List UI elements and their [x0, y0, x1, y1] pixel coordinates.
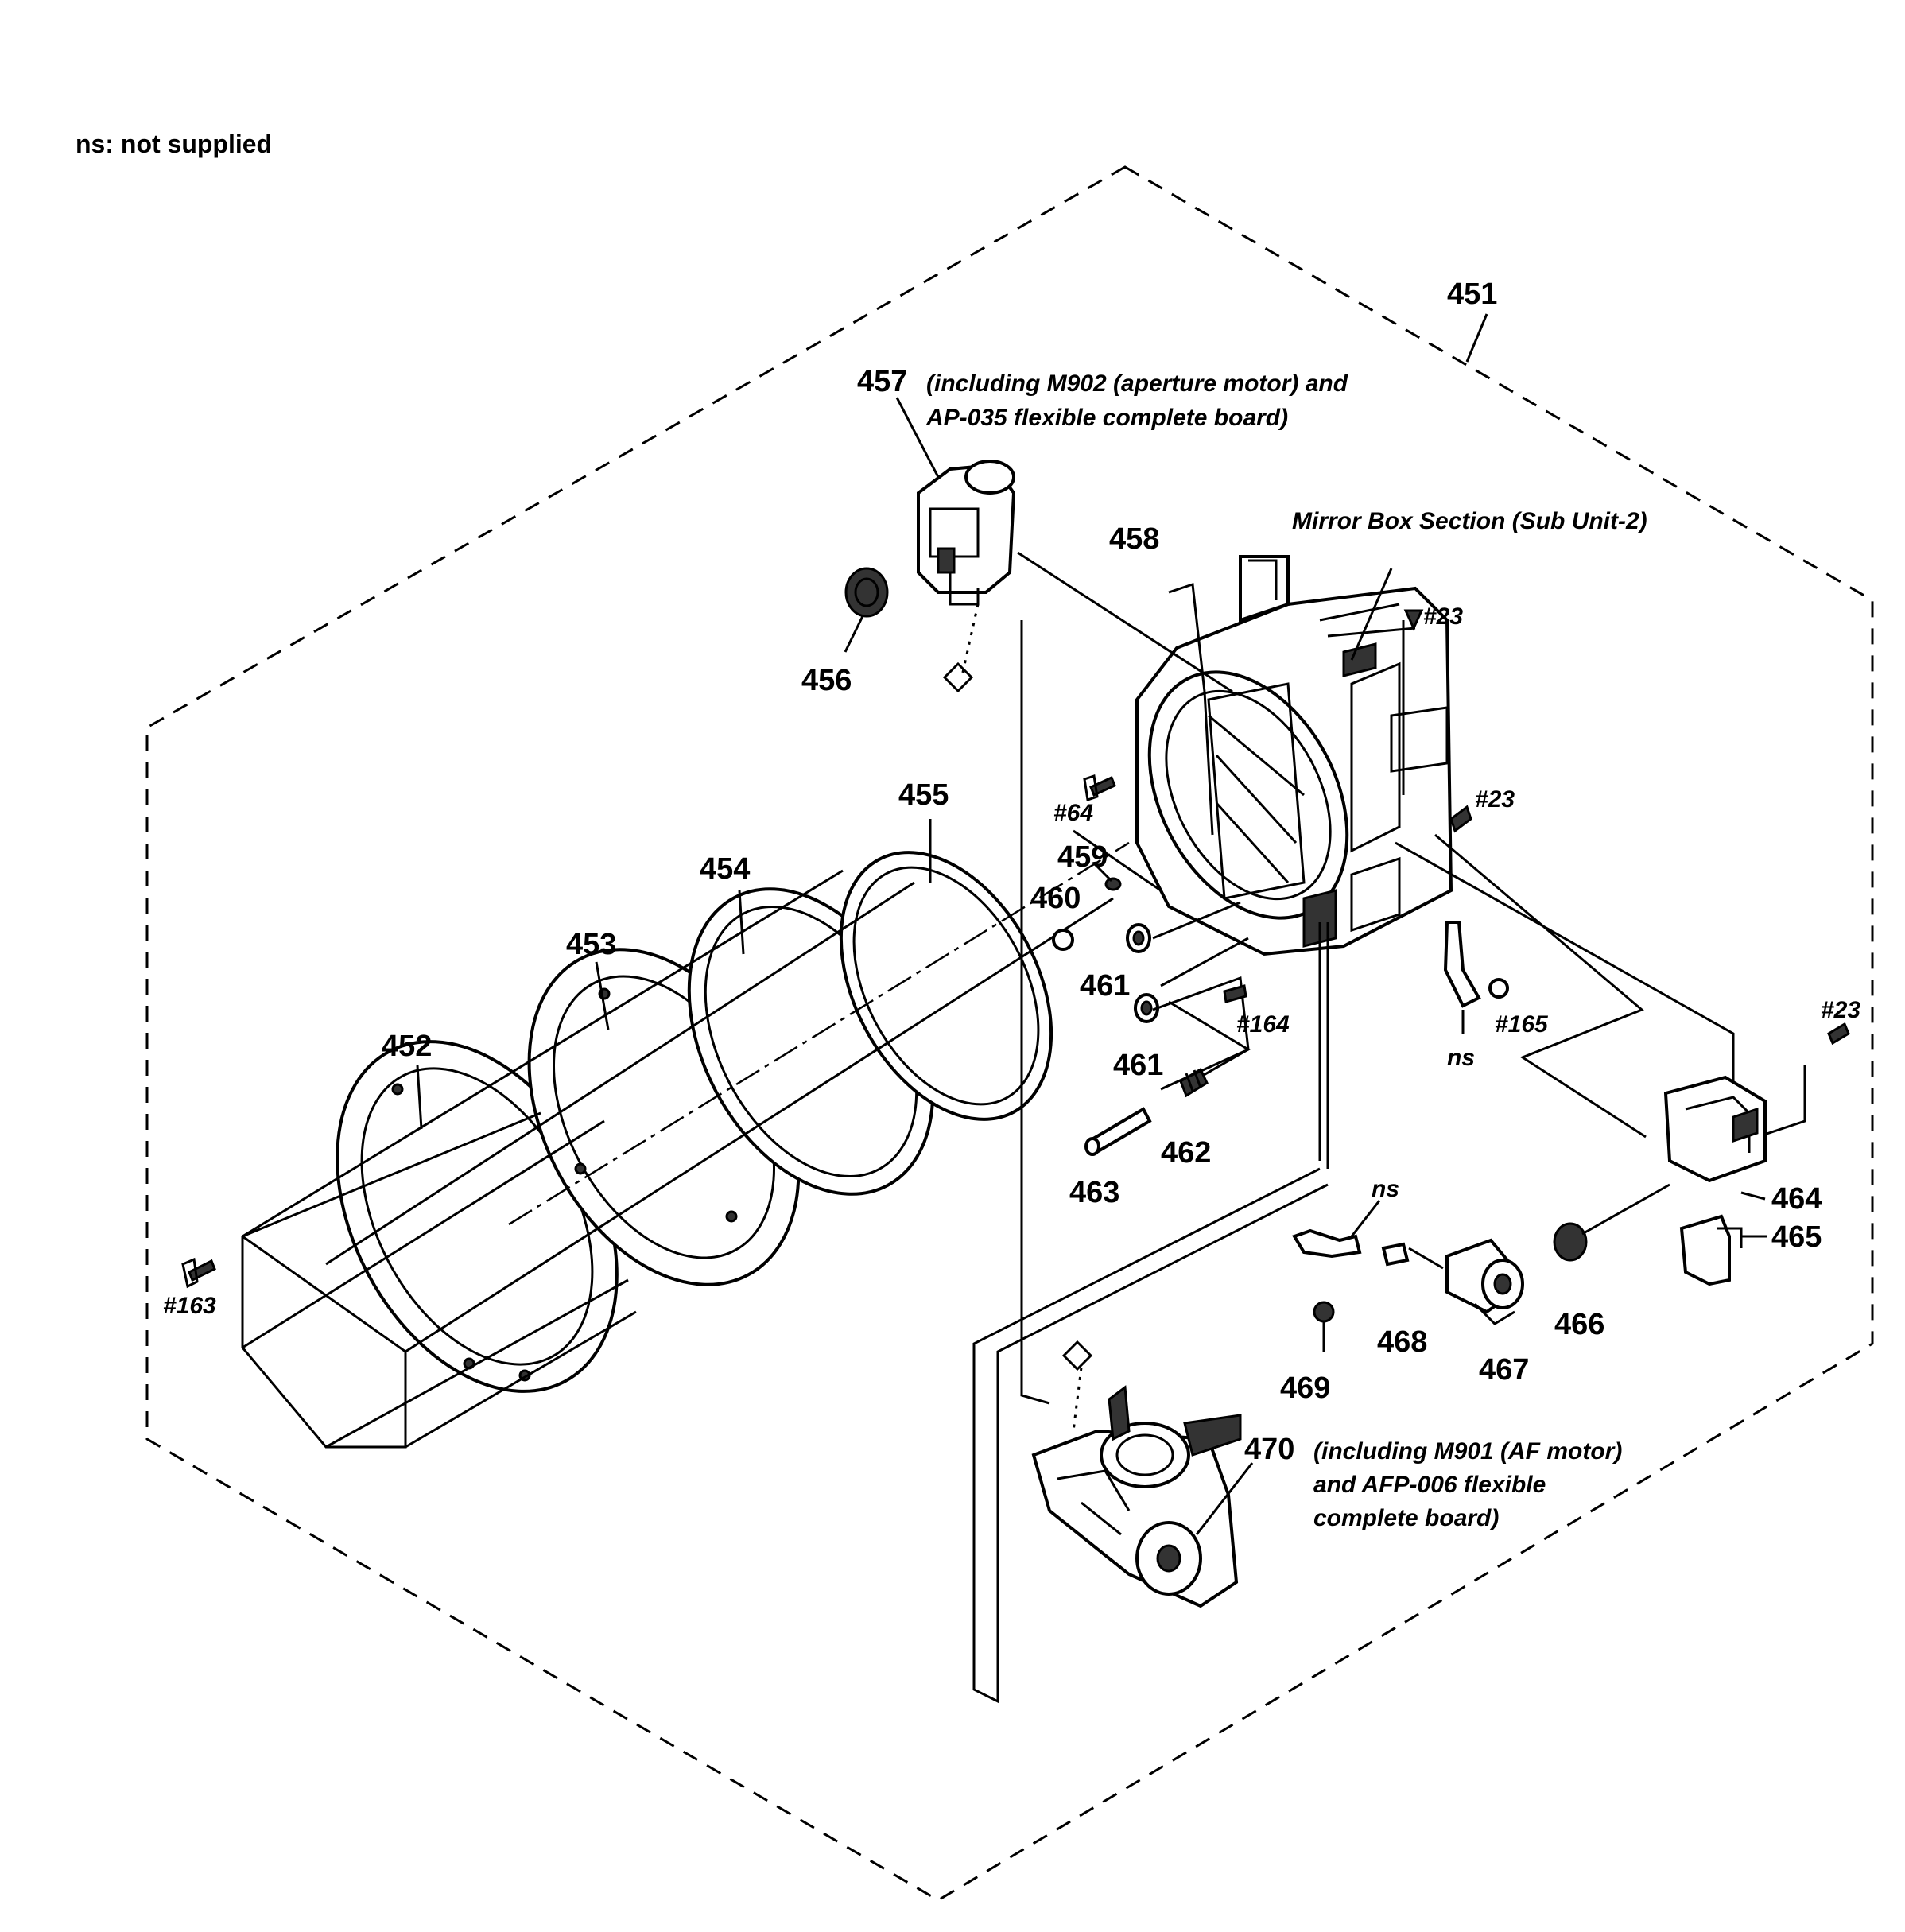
leader-456 — [844, 615, 864, 653]
mirror-box-section — [1135, 555, 1453, 956]
screw-469 — [1313, 1301, 1335, 1352]
guide-466-464 — [1581, 1183, 1670, 1236]
guide-lines-461-462 — [1152, 901, 1250, 1091]
callout-455: 455 — [898, 778, 949, 812]
part-461-roller-a — [1126, 923, 1151, 953]
leader-ns-lower — [1350, 1200, 1381, 1237]
guide-line-457-link — [1017, 551, 1233, 693]
diamond-marker-2 — [1061, 1340, 1093, 1371]
diamond-marker-1 — [942, 661, 974, 693]
screw-64 — [1083, 774, 1116, 801]
part-459-pin — [1104, 877, 1122, 891]
guide-frame-470 — [972, 1167, 1329, 1704]
screw-ref-64: #64 — [1053, 800, 1093, 826]
dotted-link-470 — [1072, 1367, 1083, 1432]
chain-line-axis — [508, 841, 1130, 1226]
leader-452 — [416, 1065, 423, 1130]
leader-458 — [1168, 582, 1214, 836]
callout-457: 457 — [857, 365, 907, 398]
leader-464 — [1740, 1191, 1766, 1201]
callout-456: 456 — [801, 664, 852, 697]
part-467-motor — [1445, 1238, 1524, 1325]
part-464-switch-unit — [1663, 1075, 1767, 1183]
callout-461-a: 461 — [1080, 969, 1130, 1003]
screw-165 — [1488, 978, 1509, 999]
part-468-block — [1381, 1242, 1410, 1267]
section-title: Mirror Box Section (Sub Unit-2) — [1292, 508, 1647, 534]
part-ns-lever-upper — [1443, 921, 1481, 1008]
leader-459 — [1092, 861, 1113, 883]
callout-462: 462 — [1161, 1136, 1211, 1170]
leader-470 — [1195, 1462, 1254, 1535]
callout-467: 467 — [1479, 1353, 1529, 1387]
callout-458: 458 — [1109, 522, 1159, 556]
ns-label-lower: ns — [1372, 1176, 1399, 1202]
callout-459: 459 — [1057, 840, 1108, 874]
note-470-line3: complete board) — [1313, 1505, 1499, 1531]
leader-451 — [1465, 313, 1488, 363]
part-465-bracket — [1679, 1214, 1743, 1286]
screw-ref-165: #165 — [1495, 1011, 1549, 1038]
callout-454: 454 — [700, 852, 750, 886]
callout-464: 464 — [1771, 1182, 1822, 1216]
screw-ref-23-right: #23 — [1821, 997, 1860, 1023]
part-460-washer — [1052, 929, 1074, 951]
ring-455 — [839, 851, 1053, 1121]
part-463-shaft — [1084, 1107, 1152, 1156]
screw-23-middle — [1449, 805, 1472, 833]
callout-451: 451 — [1447, 277, 1497, 311]
callout-469: 469 — [1280, 1371, 1330, 1405]
callout-468: 468 — [1377, 1325, 1427, 1359]
callout-452: 452 — [382, 1030, 432, 1063]
note-470-line2: and AFP-006 flexible — [1313, 1472, 1546, 1498]
part-461-roller-b — [1134, 993, 1159, 1023]
part-ns-lever-lower — [1292, 1228, 1362, 1259]
part-470-af-motor — [1031, 1385, 1242, 1608]
callout-463: 463 — [1069, 1176, 1119, 1209]
screw-ref-164: #164 — [1236, 1011, 1290, 1038]
screw-164 — [1223, 984, 1247, 1003]
note-470-line1: (including M901 (AF motor) — [1313, 1438, 1622, 1465]
guide-468-467 — [1408, 1247, 1444, 1270]
screw-ref-23-top: #23 — [1423, 603, 1463, 630]
guide-line-457-vertical — [1020, 620, 1050, 1405]
leader-457 — [895, 397, 940, 478]
header-note: ns: not supplied — [76, 130, 272, 158]
callout-453: 453 — [566, 928, 616, 961]
screw-23-right — [1827, 1022, 1850, 1046]
note-457-line1: (including M902 (aperture motor) and — [926, 370, 1348, 397]
callout-470: 470 — [1244, 1433, 1294, 1466]
callout-466: 466 — [1554, 1308, 1604, 1341]
part-462-spring — [1179, 1067, 1209, 1098]
screw-23-top — [1403, 609, 1424, 631]
leader-453 — [595, 961, 610, 1030]
dotted-link-457 — [960, 603, 980, 677]
part-456-gear — [844, 567, 889, 618]
callout-460: 460 — [1030, 882, 1081, 915]
note-457-line2: AP-035 flexible complete board) — [925, 405, 1288, 431]
screw-ref-23-middle: #23 — [1475, 786, 1515, 813]
callout-461-b: 461 — [1113, 1049, 1163, 1082]
screw-163 — [181, 1257, 216, 1289]
guide-lines-rings — [241, 869, 1114, 1449]
part-457-aperture-motor — [917, 460, 1016, 606]
callout-465: 465 — [1771, 1220, 1822, 1254]
leader-section-title — [1350, 568, 1393, 661]
ns-label-upper: ns — [1447, 1045, 1475, 1071]
leader-454 — [738, 890, 745, 955]
part-466-gear — [1553, 1222, 1588, 1262]
screw-ref-163: #163 — [163, 1293, 216, 1319]
